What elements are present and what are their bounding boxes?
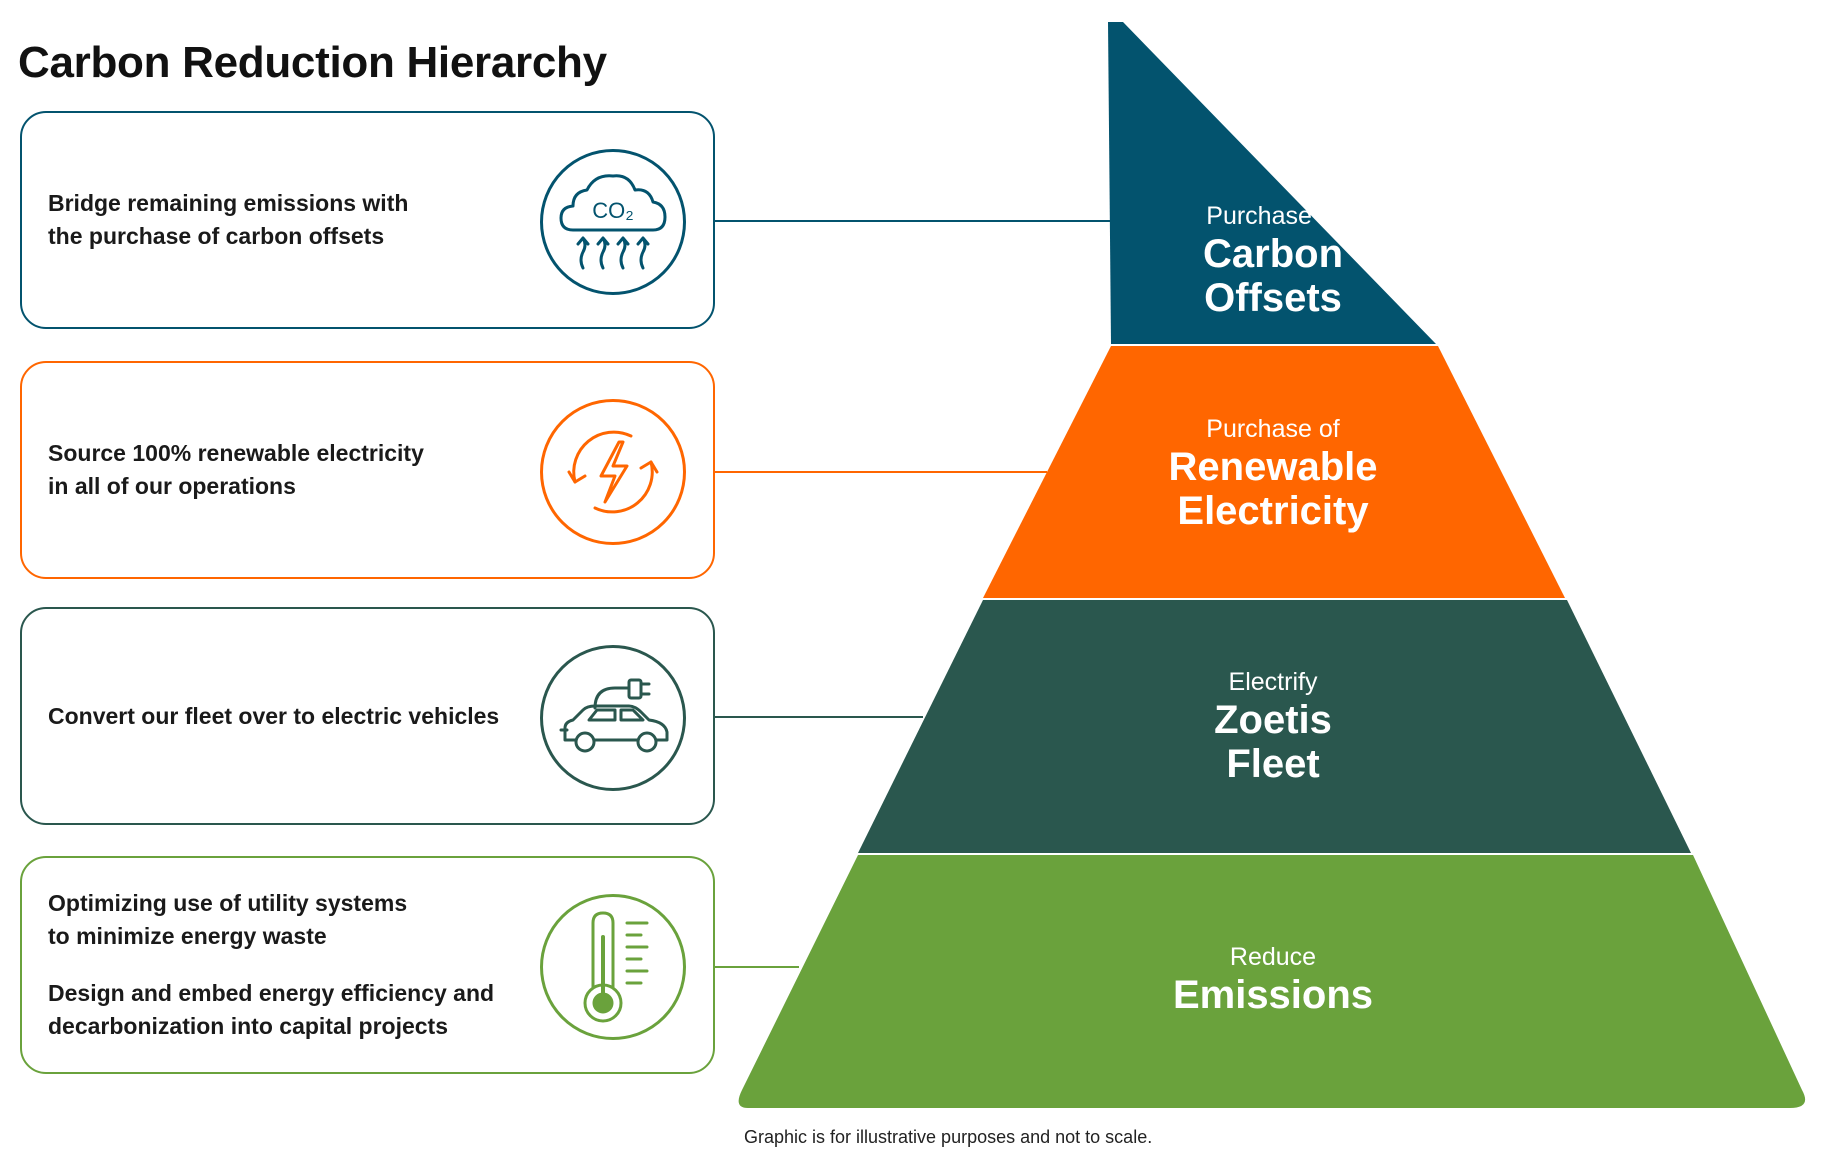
- tier-carbon-offsets-shape: [1108, 22, 1436, 344]
- renewable-energy-icon: [567, 430, 659, 514]
- page-title: Carbon Reduction Hierarchy: [18, 38, 607, 87]
- tier-renewable-electricity-shape: [983, 346, 1565, 598]
- tier-sub-label: Purchase of: [1206, 415, 1340, 443]
- card-text: Optimizing use of utility systems to min…: [48, 858, 518, 1072]
- icon-circle: CO₂: [540, 149, 686, 295]
- tier-sub-label: Electrify: [1228, 668, 1318, 696]
- card-text: Bridge remaining emissions with the purc…: [48, 113, 518, 327]
- tier-zoetis-fleet-shape: [858, 600, 1691, 853]
- card-text: Convert our fleet over to electric vehic…: [48, 609, 518, 823]
- connector-line-emissions: [715, 966, 799, 968]
- tier-sub-label: Purchase of: [1206, 202, 1340, 230]
- connector-line-fleet: [715, 716, 923, 718]
- connector-line-renewable: [715, 471, 1047, 473]
- card-description: Design and embed energy efficiency and d…: [48, 980, 495, 1039]
- icon-circle: [540, 645, 686, 791]
- card-carbon-offsets: Bridge remaining emissions with the purc…: [20, 111, 715, 329]
- card-zoetis-fleet: Convert our fleet over to electric vehic…: [20, 607, 715, 825]
- connector-line-offsets: [715, 220, 1167, 222]
- thermometer-icon: [583, 911, 649, 1023]
- tier-emissions-shape: [738, 855, 1806, 1108]
- tier-label-emissions: Reduce Emissions: [1093, 941, 1453, 1017]
- tier-main-label: Renewable Electricity: [1168, 445, 1378, 533]
- card-description: Source 100% renewable electricity in all…: [48, 440, 424, 499]
- icon-circle: [540, 399, 686, 545]
- card-description: Optimizing use of utility systems to min…: [48, 890, 408, 949]
- card-reduce-emissions: Optimizing use of utility systems to min…: [20, 856, 715, 1074]
- tier-label-carbon-offsets: Purchase of Carbon Offsets: [1093, 200, 1453, 320]
- tier-sub-label: Reduce: [1229, 943, 1317, 971]
- tier-label-renewable-electricity: Purchase of Renewable Electricity: [1093, 413, 1453, 533]
- co2-cloud-icon: CO₂: [559, 174, 667, 270]
- card-description: Bridge remaining emissions with the purc…: [48, 190, 409, 249]
- card-description: Convert our fleet over to electric vehic…: [48, 702, 500, 729]
- icon-circle: [540, 894, 686, 1040]
- electric-car-icon: [559, 678, 669, 753]
- card-renewable-electricity: Source 100% renewable electricity in all…: [20, 361, 715, 579]
- tier-main-label: Zoetis Fleet: [1214, 698, 1332, 786]
- tier-main-label: Carbon Offsets: [1203, 232, 1343, 320]
- co2-label: CO₂: [592, 198, 634, 223]
- footnote: Graphic is for illustrative purposes and…: [744, 1127, 1153, 1147]
- card-text: Source 100% renewable electricity in all…: [48, 363, 518, 577]
- tier-label-zoetis-fleet: Electrify Zoetis Fleet: [1093, 666, 1453, 786]
- tier-main-label: Emissions: [1172, 973, 1374, 1017]
